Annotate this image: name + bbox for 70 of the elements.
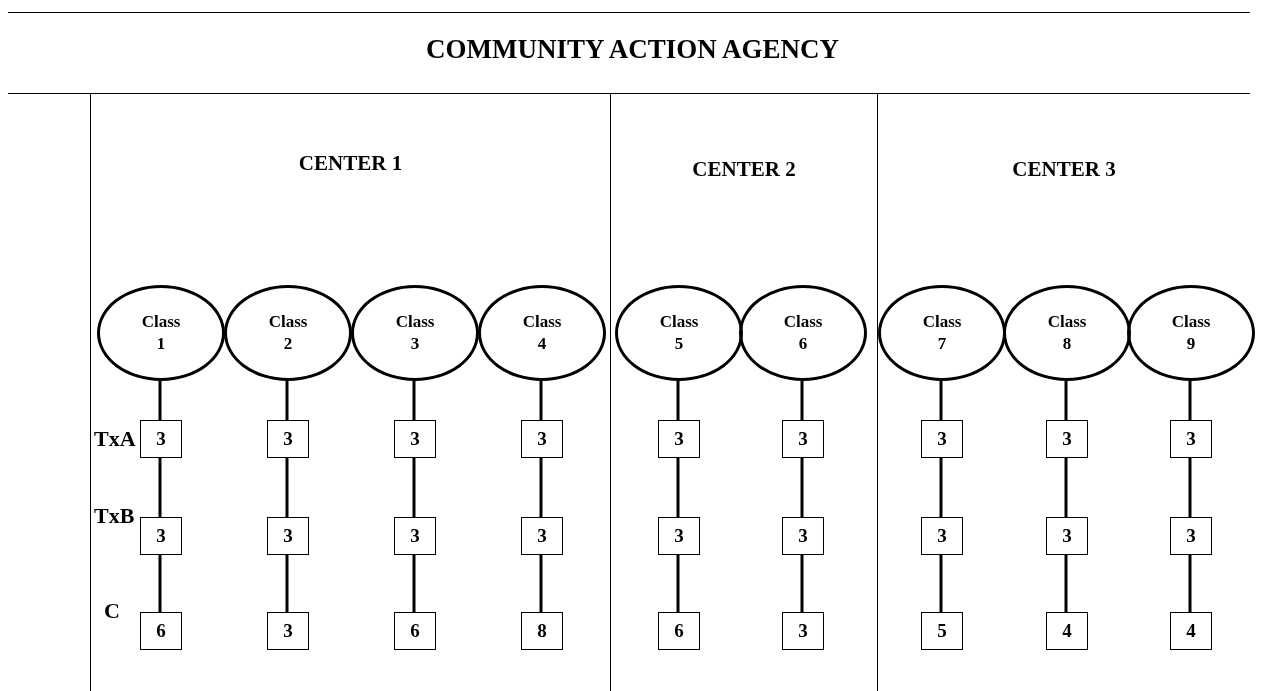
count-box: 3 — [394, 517, 436, 555]
count-box: 3 — [782, 612, 824, 650]
connector-line — [1188, 381, 1192, 420]
class-circle: Class 4 — [478, 285, 606, 381]
count-box: 3 — [1170, 420, 1212, 458]
count-box: 3 — [1046, 420, 1088, 458]
connector-line — [412, 381, 416, 420]
connector-line — [800, 555, 804, 612]
count-box: 3 — [658, 517, 700, 555]
connector-line — [1064, 381, 1068, 420]
count-box: 3 — [140, 517, 182, 555]
row-label: TxA — [94, 426, 136, 452]
connector-line — [412, 458, 416, 517]
count-box: 3 — [140, 420, 182, 458]
count-box: 6 — [394, 612, 436, 650]
connector-line — [158, 381, 162, 420]
title: COMMUNITY ACTION AGENCY — [425, 34, 840, 65]
connector-line — [539, 381, 543, 420]
connector-line — [939, 555, 943, 612]
class-circle: Class 2 — [224, 285, 352, 381]
count-box: 3 — [267, 612, 309, 650]
connector-line — [539, 458, 543, 517]
connector-line — [1064, 458, 1068, 517]
class-circle: Class 9 — [1127, 285, 1255, 381]
count-box: 5 — [921, 612, 963, 650]
connector-line — [1064, 555, 1068, 612]
count-box: 3 — [782, 517, 824, 555]
row-label: TxB — [94, 503, 135, 529]
class-circle: Class 3 — [351, 285, 479, 381]
count-box: 3 — [521, 420, 563, 458]
connector-line — [285, 381, 289, 420]
count-box: 3 — [921, 420, 963, 458]
connector-line — [158, 458, 162, 517]
center-heading: CENTER 2 — [691, 157, 797, 182]
class-circle: Class 1 — [97, 285, 225, 381]
center-heading: CENTER 1 — [297, 151, 404, 176]
count-box: 3 — [394, 420, 436, 458]
count-box: 3 — [1170, 517, 1212, 555]
connector-line — [1188, 555, 1192, 612]
connector-line — [800, 381, 804, 420]
class-circle: Class 8 — [1003, 285, 1131, 381]
count-box: 3 — [1046, 517, 1088, 555]
connector-line — [676, 381, 680, 420]
count-box: 3 — [267, 420, 309, 458]
count-box: 3 — [921, 517, 963, 555]
connector-line — [939, 458, 943, 517]
count-box: 4 — [1046, 612, 1088, 650]
row-label: C — [104, 598, 120, 624]
connector-line — [800, 458, 804, 517]
class-circle: Class 5 — [615, 285, 743, 381]
count-box: 3 — [521, 517, 563, 555]
count-box: 4 — [1170, 612, 1212, 650]
count-box: 6 — [140, 612, 182, 650]
connector-line — [1188, 458, 1192, 517]
connector-line — [285, 555, 289, 612]
connector-line — [676, 555, 680, 612]
count-box: 3 — [658, 420, 700, 458]
count-box: 8 — [521, 612, 563, 650]
class-circle: Class 6 — [739, 285, 867, 381]
connector-line — [158, 555, 162, 612]
center-heading: CENTER 3 — [1011, 157, 1117, 182]
connector-line — [676, 458, 680, 517]
class-circle: Class 7 — [878, 285, 1006, 381]
count-box: 6 — [658, 612, 700, 650]
connector-line — [539, 555, 543, 612]
connector-line — [939, 381, 943, 420]
count-box: 3 — [782, 420, 824, 458]
count-box: 3 — [267, 517, 309, 555]
connector-line — [285, 458, 289, 517]
connector-line — [412, 555, 416, 612]
